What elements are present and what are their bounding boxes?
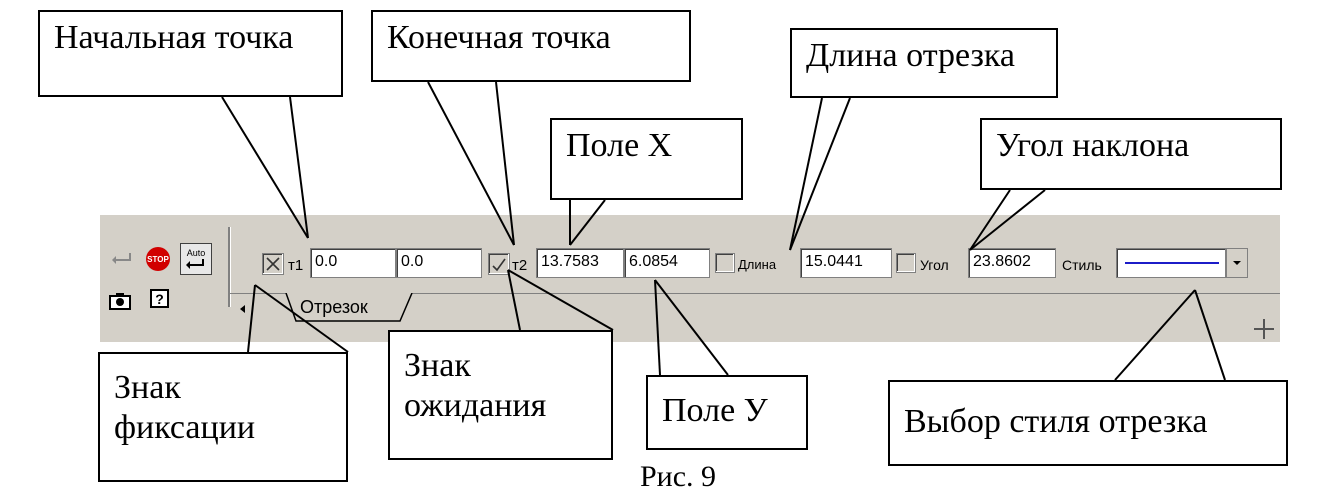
stop-icon: STOP — [146, 247, 170, 271]
callout-fix-sign-line1: Знак — [114, 369, 181, 406]
style-select[interactable] — [1116, 248, 1226, 278]
separator — [228, 227, 231, 307]
callout-start-point: Начальная точка — [38, 10, 343, 97]
style-line-preview — [1125, 262, 1219, 264]
auto-label: Auto — [186, 247, 206, 258]
angle-checkbox[interactable] — [896, 253, 916, 273]
callout-wait-sign-line1: Знак — [404, 347, 471, 384]
tab-divider — [230, 293, 1280, 294]
callout-style-select: Выбор стиля отрезка — [888, 380, 1288, 466]
style-label: Стиль — [1062, 257, 1102, 273]
t2-x-field[interactable]: 13.7583 — [536, 248, 624, 278]
callout-field-y: Поле У — [646, 375, 808, 450]
fixed-point-button[interactable] — [262, 253, 284, 275]
callout-slope-angle: Угол наклона — [980, 118, 1282, 190]
callout-fix-sign: Знак фиксации — [98, 352, 348, 482]
length-checkbox[interactable] — [715, 253, 735, 273]
t1-x-field[interactable]: 0.0 — [310, 248, 396, 278]
camera-icon[interactable] — [106, 287, 134, 315]
t2-label: т2 — [512, 257, 528, 274]
help-icon: ? — [150, 289, 169, 308]
property-toolbar: STOP Auto ? т1 0.0 0.0 т2 13.7583 6.0854… — [100, 215, 1280, 342]
callout-segment-length: Длина отрезка — [790, 28, 1058, 98]
length-field[interactable]: 15.0441 — [800, 248, 892, 278]
length-label: Длина — [738, 257, 777, 272]
angle-label: Угол — [920, 257, 949, 273]
figure-caption: Рис. 9 — [640, 460, 717, 493]
waiting-point-button[interactable] — [488, 253, 510, 275]
callout-field-x: Поле Х — [550, 118, 743, 200]
t1-y-field[interactable]: 0.0 — [396, 248, 482, 278]
callout-end-point: Конечная точка — [371, 10, 691, 82]
plus-icon — [1252, 317, 1276, 341]
style-dropdown-button[interactable] — [1226, 248, 1248, 278]
fixed-point-icon — [266, 257, 280, 271]
callout-wait-sign: Знак ожидания — [388, 330, 613, 460]
system-panel: STOP Auto ? — [100, 215, 230, 342]
svg-text:?: ? — [155, 291, 164, 307]
callout-fix-sign-line2: фиксации — [114, 409, 256, 446]
scroll-left-icon[interactable] — [236, 299, 250, 319]
waiting-point-icon — [492, 258, 506, 272]
tab-segment[interactable]: Отрезок — [300, 297, 368, 317]
enter-arrow-icon[interactable] — [108, 245, 136, 273]
callout-wait-sign-line2: ожидания — [404, 387, 547, 424]
stop-button[interactable]: STOP — [144, 245, 172, 273]
t2-y-field[interactable]: 6.0854 — [624, 248, 710, 278]
angle-field[interactable]: 23.8602 — [968, 248, 1056, 278]
auto-create-button[interactable]: Auto — [180, 243, 212, 275]
dropdown-arrow-icon — [1233, 261, 1241, 265]
t1-label: т1 — [288, 257, 304, 274]
help-button[interactable]: ? — [146, 285, 174, 313]
